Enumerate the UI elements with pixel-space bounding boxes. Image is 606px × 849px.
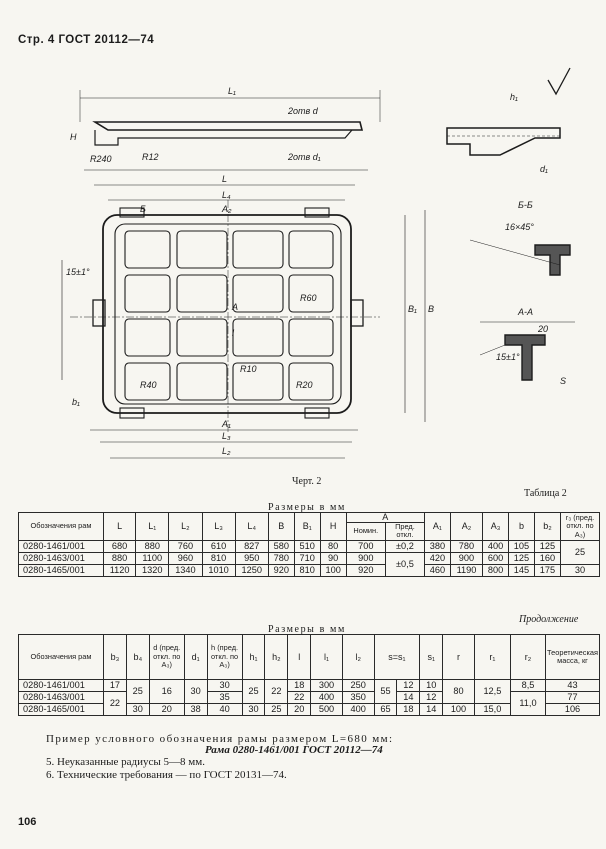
col-l: L: [102, 512, 137, 541]
label-holes-d1: 2отв d₁: [287, 152, 321, 162]
label-b1: B₁: [408, 304, 417, 314]
label-l4: L₄: [222, 190, 231, 200]
note-5: 5. Неуказанные радиусы 5—8 мм.: [46, 756, 205, 768]
label-chamfer: 16×45°: [505, 222, 534, 232]
label-a: A: [231, 302, 238, 312]
table-row: 0280-1463/001 880 1100 960 810 950 780 7…: [18, 551, 600, 577]
col-l1: l₁: [310, 634, 343, 680]
col-b: B: [267, 512, 295, 541]
col-l4: L₄: [234, 512, 269, 541]
col-r1: r₁: [473, 634, 511, 680]
label-holes-d: 2отв d: [287, 106, 319, 116]
col-a-nom: Номин.: [345, 521, 386, 541]
label-r12: R12: [142, 152, 159, 162]
label-dim20: 20: [537, 324, 548, 334]
frame-drawing-svg: L₁ L L₄ Б A₂ A l A₁ L₃ L₂ B₁ B R40 R10 R…: [61, 67, 575, 459]
frame-cell-grid: [124, 230, 334, 401]
dimensions-table-2: Обозначения рам b₃ b₄ d (пред. откл. по …: [18, 634, 600, 716]
label-angle: 15±1°: [66, 267, 90, 277]
col-mass: Теоретическая масса, кг: [545, 634, 600, 680]
col-h2: h₂: [264, 634, 289, 680]
col-h: h (пред. откл. по A₃): [206, 634, 243, 680]
col-a-dev: Пред. откл.: [384, 521, 425, 541]
drawing-caption: Черт. 2: [292, 476, 322, 487]
table-row: 0280-1463/001 22 35 22 400 350 14 12 11,…: [18, 691, 600, 716]
table2-label: Продолжение: [519, 614, 579, 625]
page-number: 106: [18, 816, 37, 828]
col-a2: A₂: [449, 512, 484, 541]
label-angle-aa: 15±1°: [496, 352, 520, 362]
col-s: s=s₁: [373, 634, 421, 680]
table1-label: Таблица 2: [524, 488, 567, 499]
side-view-profile: [92, 121, 364, 131]
section-bb: [534, 244, 571, 276]
table-row: 0280-1465/001 1120 1320 1340 1010 1250 9…: [18, 563, 600, 577]
detail-profile: [446, 127, 561, 156]
surface-finish-mark: [547, 67, 571, 96]
table1-title: Размеры в мм: [268, 502, 346, 513]
col-a: A: [345, 512, 425, 523]
label-section-bb: Б-Б: [518, 200, 533, 210]
label-r240: R240: [90, 154, 112, 164]
col-a1: A₁: [423, 512, 451, 541]
col-s1: s₁: [419, 634, 444, 680]
label-l2: L₂: [222, 446, 231, 456]
col-r: r: [442, 634, 475, 680]
label-b1-small: b₁: [72, 397, 80, 407]
label-b-section: Б: [140, 204, 146, 214]
label-r40: R40: [140, 380, 157, 390]
col-b4: b₄: [125, 634, 150, 680]
col-l2: l₂: [341, 634, 375, 680]
col-d1: d₁: [183, 634, 208, 680]
col-designation: Обозначения рам: [18, 512, 104, 541]
section-aa: [504, 334, 546, 381]
label-l-small: l: [232, 328, 235, 338]
designation-example: Пример условного обозначения рамы размер…: [46, 733, 394, 745]
label-s: S: [560, 376, 566, 386]
col-b1: B₁: [293, 512, 321, 541]
label-a2: A₂: [221, 204, 232, 214]
col-l2: L₂: [168, 512, 203, 541]
label-l1: L₁: [228, 86, 236, 96]
page-header: Стр. 4 ГОСТ 20112—74: [18, 34, 155, 46]
col-h: H: [319, 512, 347, 541]
col-a3: A₃: [482, 512, 509, 541]
col-designation: Обозначения рам: [18, 634, 104, 680]
label-r20: R20: [296, 380, 313, 390]
col-d: d (пред. откл. по A₃): [148, 634, 185, 680]
label-d1: d₁: [540, 164, 548, 174]
col-h1: h₁: [241, 634, 266, 680]
label-h1: h₁: [510, 92, 518, 102]
technical-drawing: L₁ L L₄ Б A₂ A l A₁ L₃ L₂ B₁ B R40 R10 R…: [0, 60, 606, 480]
label-b: B: [428, 304, 434, 314]
col-r2: r₂: [509, 634, 547, 680]
dimensions-table-1: Обозначения рам L L₁ L₂ L₃ L₄ B B₁ H A A…: [18, 512, 600, 577]
col-b-small: b: [508, 512, 535, 541]
table-row: 0280-1461/001 17 25 16 30 30 25 22 18 30…: [18, 679, 600, 704]
label-l: L: [222, 174, 227, 184]
table2-title: Размеры в мм: [268, 624, 346, 635]
table-row: 0280-1465/001 30 20 38 40 30 25 20 500 4…: [18, 703, 600, 716]
label-h: H: [70, 132, 77, 142]
col-l: l: [287, 634, 312, 680]
col-b2: b₂: [533, 512, 562, 541]
note-6: 6. Технические требования — по ГОСТ 2013…: [46, 769, 287, 781]
table-row: 0280-1461/001 680 880 760 610 827 580 51…: [18, 539, 600, 565]
label-section-aa: А-А: [517, 307, 533, 317]
col-l1: L₁: [135, 512, 170, 541]
label-r60: R60: [300, 293, 317, 303]
label-r10: R10: [240, 364, 257, 374]
label-a1: A₁: [221, 419, 231, 429]
label-l3: L₃: [222, 431, 231, 441]
designation-example-ref: Рама 0280-1461/001 ГОСТ 20112—74: [205, 744, 383, 756]
col-r3: r₃ (пред. откл. по A₃): [560, 512, 600, 541]
col-b3: b₃: [103, 634, 127, 680]
col-l3: L₃: [201, 512, 236, 541]
